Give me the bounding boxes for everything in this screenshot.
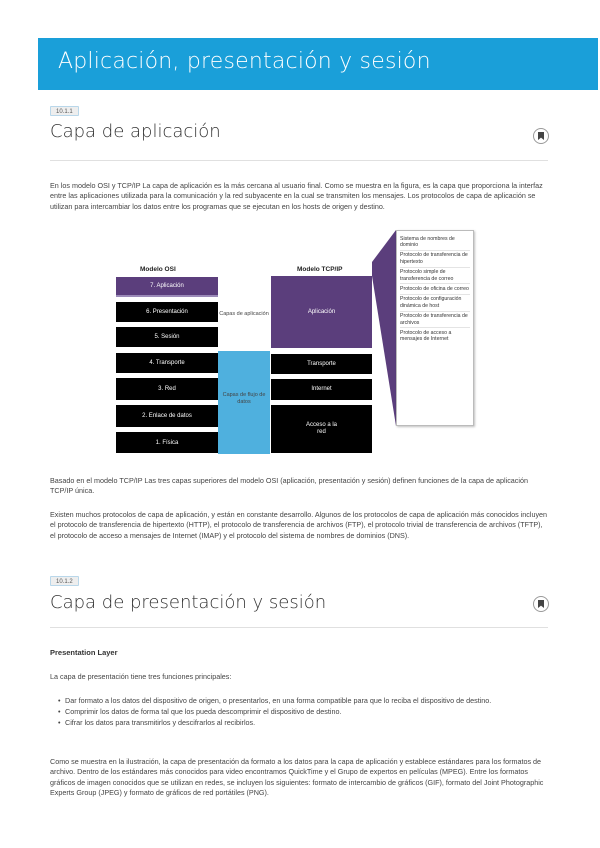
list-item: Dar formato a los datos del dispositivo … xyxy=(58,696,548,706)
section-title-presentation-session: Capa de presentación y sesión xyxy=(50,592,327,613)
list-item: Comprimir los datos de forma tal que los… xyxy=(58,707,548,717)
section1-intro: En los modelo OSI y TCP/IP La capa de ap… xyxy=(50,181,543,211)
presentation-layer-heading: Presentation Layer xyxy=(50,648,118,657)
tcpip-model-header: Modelo TCP/IP xyxy=(297,266,343,273)
section2-paragraph: Como se muestra en la ilustración, la ca… xyxy=(50,757,544,798)
tcpip-layer-network-access: Acceso a la red xyxy=(271,405,372,453)
list-item: Cifrar los datos para transmitirlos y de… xyxy=(58,718,548,728)
section-title-application-layer: Capa de aplicación xyxy=(50,121,221,142)
osi-layer-2: 2. Enlace de datos xyxy=(116,405,218,427)
osi-layer-7: 7. Aplicación xyxy=(116,277,218,297)
section1-paragraph-3: Existen muchos protocolos de capa de apl… xyxy=(50,510,548,540)
bookmark-icon xyxy=(537,599,544,608)
bookmark-button-section2[interactable] xyxy=(533,596,549,612)
section1-paragraph-2: Basado en el modelo TCP/IP Las tres capa… xyxy=(50,476,528,496)
protocol-item: Protocolo de acceso a mensajes de Intern… xyxy=(400,329,452,343)
data-flow-layers-label: Capas de flujo de datos xyxy=(222,392,266,405)
osi-layer-6: 6. Presentación xyxy=(116,302,218,322)
osi-layer-5: 5. Sesión xyxy=(116,327,218,347)
tcpip-layer-transport: Transporte xyxy=(271,354,372,374)
section-badge-10-1-1: 10.1.1 xyxy=(50,106,79,116)
section-divider xyxy=(50,160,548,161)
protocol-item: Protocolo simple de transferencia de cor… xyxy=(400,268,470,285)
bookmark-button-section1[interactable] xyxy=(533,128,549,144)
page-title: Aplicación, presentación y sesión xyxy=(58,49,431,74)
osi-layer-3: 3. Red xyxy=(116,378,218,400)
presentation-functions-list: Dar formato a los datos del dispositivo … xyxy=(58,696,548,729)
section-divider xyxy=(50,627,548,628)
page-banner: Aplicación, presentación y sesión xyxy=(38,38,598,90)
application-layers-label: Capas de aplicación xyxy=(219,310,269,317)
osi-model-header: Modelo OSI xyxy=(140,266,176,273)
section2-intro: La capa de presentación tiene tres funci… xyxy=(50,672,232,681)
tcpip-layer-internet: Internet xyxy=(271,379,372,400)
protocol-list: Sistema de nombres de dominio Protocolo … xyxy=(396,230,474,426)
section-badge-10-1-2: 10.1.2 xyxy=(50,576,79,586)
protocol-item: Protocolo de transferencia de hipertexto xyxy=(400,251,470,268)
osi-layer-4: 4. Transporte xyxy=(116,353,218,373)
protocol-item: Protocolo de configuración dinámica de h… xyxy=(400,295,470,312)
protocol-item: Protocolo de oficina de correo xyxy=(400,284,470,295)
bookmark-icon xyxy=(537,131,544,140)
protocol-item: Protocolo de transferencia de archivos xyxy=(400,312,470,329)
osi-layer-1: 1. Física xyxy=(116,432,218,453)
protocol-item: Sistema de nombres de dominio xyxy=(400,234,470,251)
tcpip-layer-application: Aplicación xyxy=(271,276,372,348)
